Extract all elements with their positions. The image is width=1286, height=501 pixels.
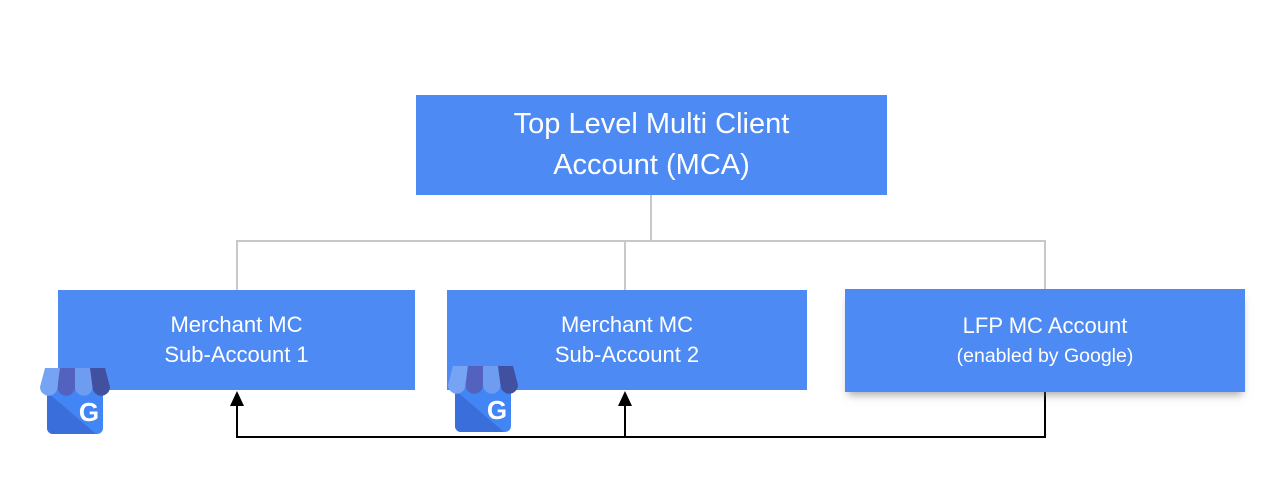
awning-stripe-3	[483, 366, 501, 394]
node-lfp-line1: LFP MC Account	[962, 312, 1128, 338]
feedback-line-lfp-down	[1044, 392, 1046, 438]
node-sub2-line1: Merchant MC	[560, 312, 694, 337]
awning-stripe-1	[40, 368, 60, 396]
connector-root-stem	[650, 195, 652, 241]
awning-stripe-1	[448, 366, 468, 394]
node-lfp-mc-account: LFP MC Account (enabled by Google)	[845, 289, 1245, 392]
node-top-level-mca: Top Level Multi Client Account (MCA)	[416, 95, 887, 195]
arrowhead-sub2	[618, 391, 632, 406]
storefront-shadow	[47, 392, 96, 434]
awning-stripe-2	[465, 366, 483, 394]
node-merchant-sub-account-1: Merchant MC Sub-Account 1	[58, 290, 415, 390]
feedback-line-up-sub1	[236, 404, 238, 437]
g-letter: G	[79, 397, 99, 427]
node-top-level-mca-line1: Top Level Multi Client	[513, 108, 790, 140]
connector-drop-sub2	[624, 241, 626, 290]
awning-stripe-3	[75, 368, 93, 396]
arrowhead-sub1	[230, 391, 244, 406]
storefront-shadow	[455, 390, 504, 432]
connector-horizontal-rail	[236, 240, 1046, 242]
awning-stripe-4	[498, 366, 518, 394]
node-sub1-line2: Sub-Account 1	[164, 342, 309, 367]
awning-stripe-2	[57, 368, 75, 396]
feedback-line-up-sub2	[624, 404, 626, 437]
connector-drop-sub1	[236, 241, 238, 290]
node-sub1-line1: Merchant MC	[170, 312, 303, 337]
g-letter: G	[487, 395, 507, 425]
node-sub2-line2: Sub-Account 2	[554, 342, 700, 367]
node-lfp-line2: (enabled by Google)	[956, 344, 1134, 367]
connector-drop-lfp	[1044, 241, 1046, 289]
node-top-level-mca-line2: Account (MCA)	[553, 149, 750, 181]
business-profile-icon-sub1: G	[40, 368, 110, 434]
feedback-line-horizontal	[236, 436, 1046, 438]
awning-stripe-4	[90, 368, 110, 396]
business-profile-icon-sub2: G	[448, 366, 518, 432]
